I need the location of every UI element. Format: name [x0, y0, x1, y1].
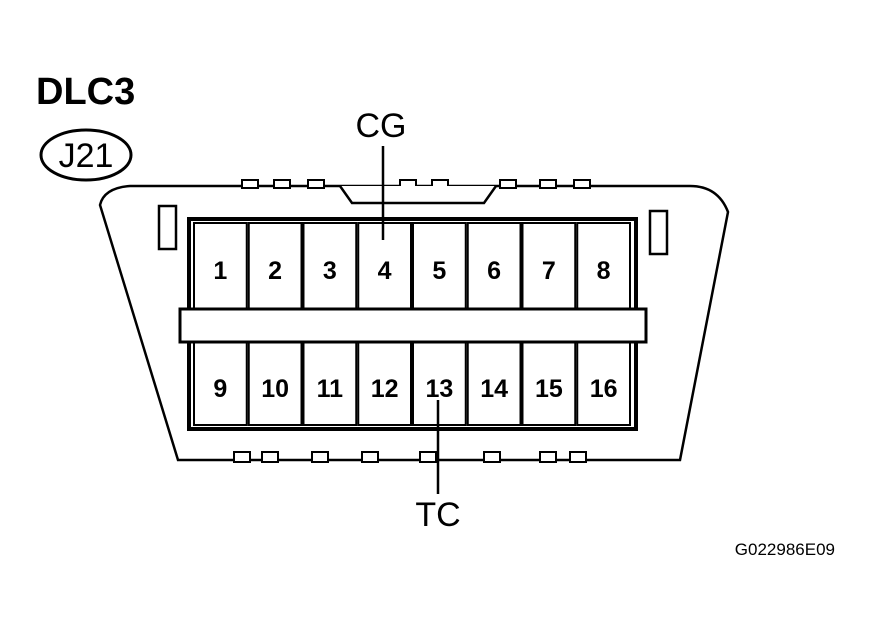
- callout-cg: CG: [356, 107, 407, 145]
- pin-cell: [302, 341, 358, 426]
- pin-cell: [412, 341, 467, 426]
- pin-number: 11: [317, 375, 344, 403]
- pin-cell: [466, 222, 522, 310]
- pin-number: 2: [268, 257, 282, 285]
- connector-housing: [98, 184, 730, 462]
- right-latch: [648, 209, 669, 256]
- callout-tc: TC: [415, 496, 460, 534]
- connector-code: J21: [59, 137, 114, 175]
- pin-cell: [576, 222, 631, 310]
- pin-cell: [302, 222, 358, 310]
- pin-number: 14: [480, 375, 508, 403]
- pin-cell: [247, 222, 303, 310]
- connector-title: DLC3: [36, 71, 135, 113]
- left-latch: [157, 204, 178, 251]
- pin-cell: [412, 222, 467, 310]
- pin-number: 10: [261, 375, 289, 403]
- pin-cell: [193, 222, 248, 310]
- pin-cell: [576, 341, 631, 426]
- pin-cell: [357, 222, 412, 310]
- pin-number: 12: [371, 375, 399, 403]
- bottom-notches: [233, 451, 587, 463]
- pin-number: 9: [213, 375, 227, 403]
- key-slot: [338, 185, 498, 205]
- pin-number: 4: [378, 257, 392, 285]
- top-notches: [241, 179, 591, 189]
- pin-cell: [521, 222, 577, 310]
- pin-number: 8: [597, 257, 611, 285]
- pin-number: 13: [425, 375, 453, 403]
- pin-number: 15: [535, 375, 563, 403]
- pin-cell: [247, 341, 303, 426]
- pin-number: 7: [542, 257, 556, 285]
- connector-code-ellipse: [39, 128, 133, 182]
- pin-number: 16: [590, 375, 618, 403]
- figure-id: G022986E09: [735, 540, 835, 559]
- pin-number: 3: [323, 257, 337, 285]
- pin-number: 6: [487, 257, 501, 285]
- pin-cell: [466, 341, 522, 426]
- pin-number: 1: [213, 257, 227, 285]
- pin-cell: [193, 341, 248, 426]
- pin-cell: [521, 341, 577, 426]
- pin-cell: [357, 341, 412, 426]
- divider-bar: [178, 307, 648, 344]
- pin-number: 5: [432, 257, 446, 285]
